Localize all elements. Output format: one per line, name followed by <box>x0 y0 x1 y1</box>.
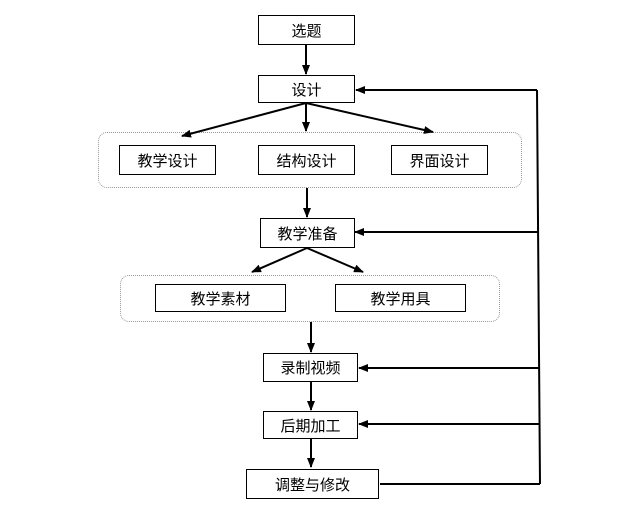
node-design: 设计 <box>258 75 355 103</box>
feedback-loop-spine <box>536 89 541 485</box>
node-topic: 选题 <box>258 15 355 45</box>
node-teaching-design: 教学设计 <box>119 145 216 175</box>
node-structure-design: 结构设计 <box>258 145 355 175</box>
node-post-processing: 后期加工 <box>263 411 358 439</box>
node-teaching-tools: 教学用具 <box>335 284 466 312</box>
node-teaching-material: 教学素材 <box>155 284 286 312</box>
arrow-prep-to-material <box>251 247 308 273</box>
node-record-video: 录制视频 <box>263 353 358 382</box>
node-teaching-prep: 教学准备 <box>260 218 355 248</box>
arrow-prep-to-tools <box>306 247 364 273</box>
arrow-design-to-interface-design <box>305 102 434 134</box>
arrow-design-to-teaching-design <box>181 102 307 138</box>
node-interface-design: 界面设计 <box>391 145 488 175</box>
node-adjust-modify: 调整与修改 <box>246 469 379 499</box>
